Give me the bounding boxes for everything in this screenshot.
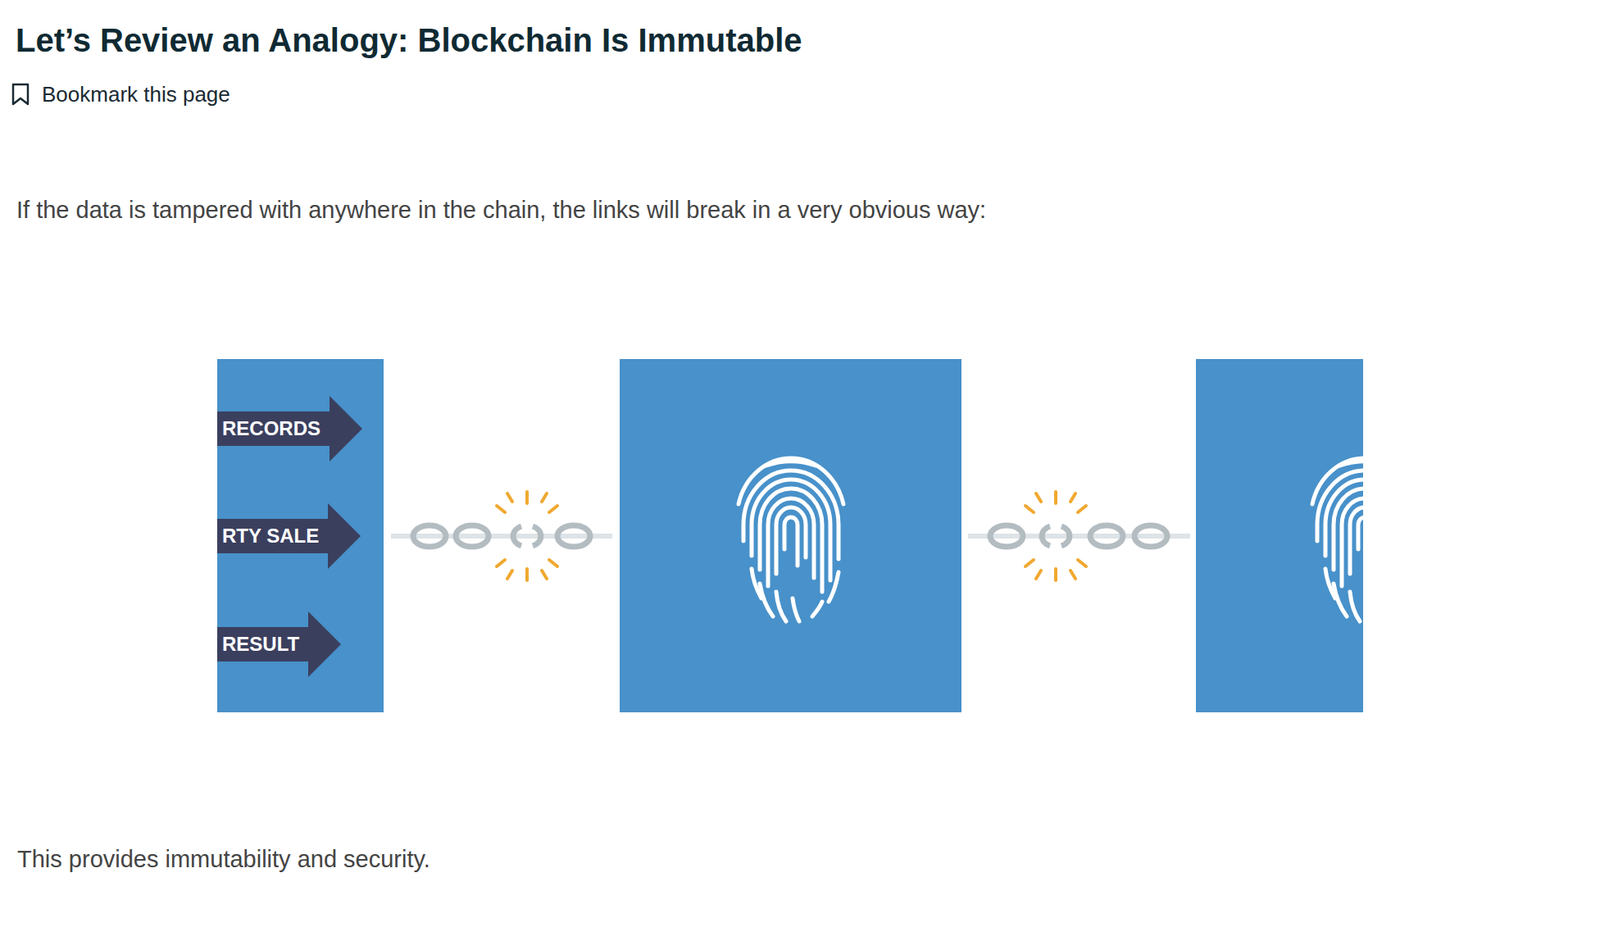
- bookmark-link: Bookmark this page: [41, 81, 231, 108]
- arrow-tag: RTY SALE: [217, 503, 361, 569]
- bookmark-icon: [13, 84, 28, 105]
- fingerprint: [1312, 458, 1364, 622]
- arrow-body: [217, 503, 361, 569]
- intro-text: If the data is tampered with anywhere in…: [16, 195, 987, 225]
- block: [217, 359, 384, 713]
- arrow-label: RECORDS: [222, 416, 321, 441]
- block: [619, 359, 962, 713]
- arrow-tag: RESULT: [217, 611, 341, 678]
- arrow-body: [217, 395, 363, 462]
- broken-chain: [390, 491, 613, 581]
- fingerprint: [738, 458, 844, 622]
- arrow-tag: RECORDS: [217, 395, 363, 462]
- caption: This provides immutability and security.: [17, 844, 431, 874]
- arrow-label: RESULT: [222, 631, 300, 657]
- arrow-label: RTY SALE: [222, 523, 319, 549]
- page-title: Let’s Review an Analogy: Blockchain Is I…: [15, 20, 803, 60]
- arrow-body: [217, 611, 341, 678]
- block: [1195, 359, 1364, 713]
- broken-chain: [968, 491, 1191, 581]
